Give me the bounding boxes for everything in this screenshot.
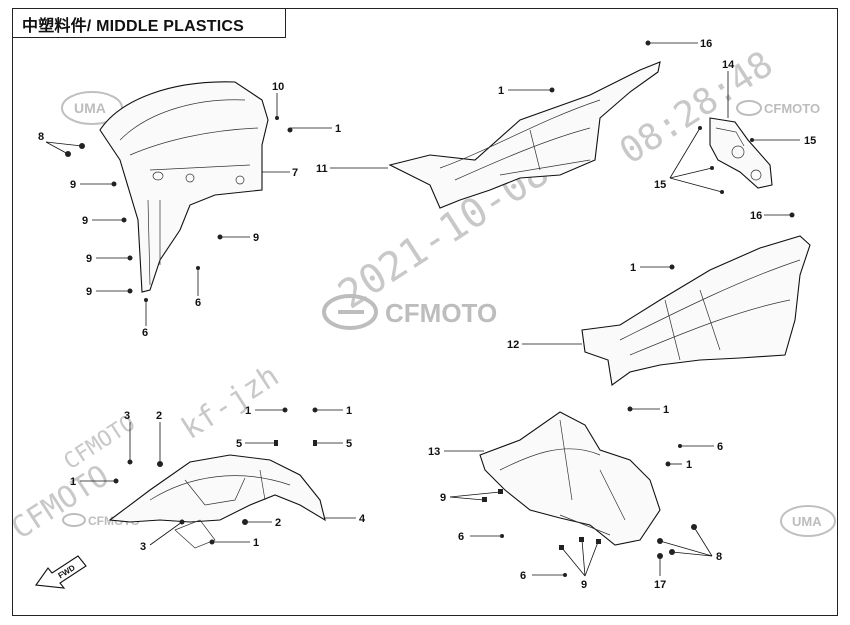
callout-9-d: 9 — [86, 286, 92, 298]
callout-9-b: 9 — [82, 215, 88, 227]
callout-14: 14 — [722, 59, 735, 71]
callout-9-c: 9 — [86, 253, 92, 265]
callout-2-top: 2 — [156, 410, 162, 422]
uma-logo-right: UMA — [780, 505, 836, 537]
fwd-arrow-icon: FWD — [35, 555, 87, 589]
callout-3-bottom: 3 — [140, 541, 146, 553]
callout-9-bottom: 9 — [581, 579, 587, 591]
callout-1-top-mid-b: 1 — [346, 405, 352, 417]
callout-labels: 16 1 14 15 15 8 10 1 7 11 9 9 9 9 9 6 6 … — [38, 38, 816, 591]
callout-6-a: 6 — [195, 297, 201, 309]
callout-11: 11 — [316, 163, 328, 175]
callout-16-top: 16 — [700, 38, 712, 50]
callout-1-bottom: 1 — [253, 537, 259, 549]
uma-logo-left-text: UMA — [74, 100, 106, 116]
title-box — [12, 8, 286, 38]
page-title: 中塑料件/ MIDDLE PLASTICS — [22, 18, 244, 35]
callout-13: 13 — [428, 446, 440, 458]
cfmoto-logo-top-text: CFMOTO — [764, 101, 820, 116]
callout-1-panel12-bottom: 1 — [663, 404, 669, 416]
callout-12: 12 — [507, 339, 519, 351]
callout-1-panel12-top: 1 — [630, 262, 636, 274]
callout-1-panel11: 1 — [498, 85, 504, 97]
leader-lines — [45, 40, 800, 577]
callout-15-left: 15 — [654, 179, 666, 191]
callout-15-right: 15 — [804, 135, 816, 147]
callout-7: 7 — [292, 167, 298, 179]
callout-2-bottom: 2 — [275, 517, 281, 529]
callout-1-upper-left: 1 — [335, 123, 341, 135]
diagram-frame — [12, 8, 838, 616]
part-4-center-fender — [108, 454, 326, 549]
callout-1-left: 1 — [70, 476, 76, 488]
watermark-user: kf-jzh — [175, 358, 285, 446]
callout-6-b: 6 — [142, 327, 148, 339]
callout-17: 17 — [654, 579, 666, 591]
callout-16-right: 16 — [750, 210, 762, 222]
callout-10: 10 — [272, 81, 284, 93]
callout-6-lower-a: 6 — [458, 531, 464, 543]
callout-1-top-mid-a: 1 — [245, 405, 251, 417]
part-12-side-panel — [581, 235, 811, 386]
part-13-front-cover — [479, 411, 661, 546]
part-11-side-panel — [388, 61, 661, 209]
callout-8-right: 8 — [716, 551, 722, 563]
callout-5-a: 5 — [236, 438, 242, 450]
callout-1-right: 1 — [686, 459, 692, 471]
callout-6-right-top: 6 — [717, 441, 723, 453]
callout-6-lower-b: 6 — [520, 570, 526, 582]
callout-4: 4 — [359, 513, 366, 525]
callout-5-b: 5 — [346, 438, 352, 450]
callout-3-top: 3 — [124, 410, 130, 422]
cfmoto-logo-center: CFMOTO — [322, 294, 497, 330]
callout-9-e: 9 — [253, 232, 259, 244]
uma-logo-right-text: UMA — [792, 514, 822, 529]
part-7-left-inner-cover — [99, 81, 269, 293]
callout-9-lower-left: 9 — [440, 492, 446, 504]
cfmoto-logo-top: CFMOTO — [736, 100, 820, 116]
callout-9-a: 9 — [70, 179, 76, 191]
watermark-brand-text: CFMOTO — [5, 458, 115, 546]
part-14-bracket — [709, 117, 773, 189]
cfmoto-logo-center-text: CFMOTO — [385, 298, 497, 328]
callout-8-left: 8 — [38, 131, 44, 143]
